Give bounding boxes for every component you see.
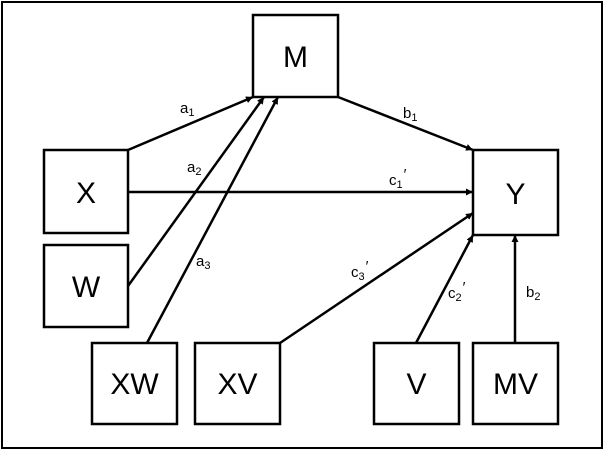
node-label-XW: XW xyxy=(110,368,159,401)
edge-label-c2p: c2′ xyxy=(448,279,466,304)
node-V: V xyxy=(372,341,461,426)
edges xyxy=(126,95,519,345)
node-label-MV: MV xyxy=(493,368,538,401)
edge-b1 xyxy=(337,95,474,152)
edge-a1 xyxy=(127,95,254,152)
edge-label-c1p: c1′ xyxy=(389,166,407,191)
node-XW: XW xyxy=(90,341,179,426)
edge-c3p xyxy=(279,211,474,345)
node-M: M xyxy=(251,13,340,99)
node-label-XV: XV xyxy=(217,368,257,401)
edge-label-a3: a3 xyxy=(196,253,210,272)
node-W: W xyxy=(42,243,130,329)
node-label-W: W xyxy=(72,271,101,304)
edge-label-b1: b1 xyxy=(403,105,417,124)
node-label-M: M xyxy=(283,41,308,74)
edge-label-a1: a1 xyxy=(180,100,194,119)
edge-labels: a1 a2 a3 b1 c1′ c3′ c2′ b2 xyxy=(180,100,540,304)
node-Y: Y xyxy=(471,148,560,237)
node-label-Y: Y xyxy=(505,178,525,211)
node-MV: MV xyxy=(471,341,560,426)
node-X: X xyxy=(42,148,130,235)
nodes: M X W Y XW XV V MV xyxy=(42,13,560,426)
edge-a3 xyxy=(145,96,280,344)
edge-label-a2: a2 xyxy=(187,159,201,178)
node-XV: XV xyxy=(193,341,282,426)
edge-label-b2: b2 xyxy=(526,284,540,303)
node-label-V: V xyxy=(406,368,426,401)
edge-label-c3p: c3′ xyxy=(351,258,369,283)
edge-c2p xyxy=(414,234,475,344)
node-label-X: X xyxy=(76,177,96,210)
